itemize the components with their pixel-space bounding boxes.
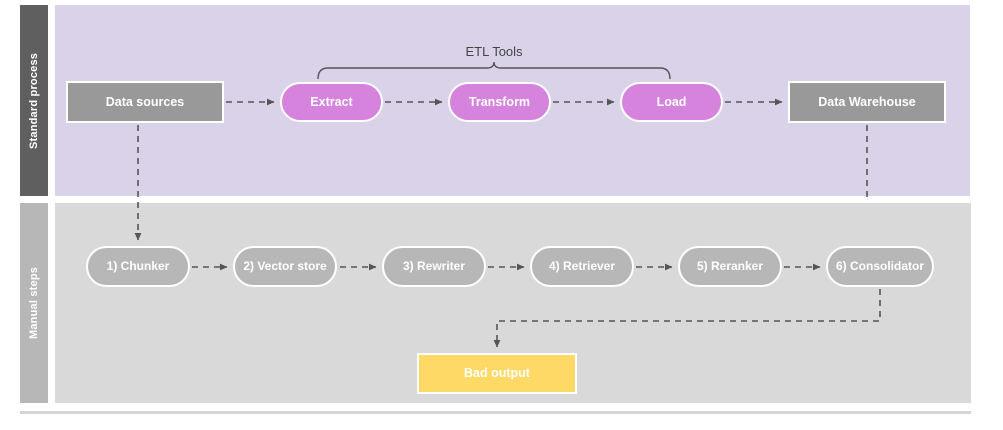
- node-rewriter-label: 3) Rewriter: [402, 258, 466, 273]
- node-retriever-label: 4) Retriever: [548, 258, 616, 273]
- node-chunker[interactable]: 1) Chunker: [86, 246, 190, 287]
- node-transform-label: Transform: [468, 94, 531, 109]
- node-rewriter[interactable]: 3) Rewriter: [382, 246, 486, 287]
- node-vector-store-label: 2) Vector store: [243, 258, 327, 273]
- node-transform[interactable]: Transform: [448, 82, 551, 122]
- node-data-warehouse-label: Data Warehouse: [818, 94, 916, 109]
- etl-tools-label: ETL Tools: [465, 44, 523, 59]
- node-consolidator[interactable]: 6) Consolidator: [826, 246, 934, 287]
- node-data-sources-label: Data sources: [105, 94, 185, 109]
- node-bad-output[interactable]: Bad output: [417, 353, 577, 394]
- node-extract[interactable]: Extract: [280, 82, 383, 122]
- node-data-sources[interactable]: Data sources: [66, 81, 224, 123]
- node-reranker-label: 5) Reranker: [696, 258, 764, 273]
- node-bad-output-label: Bad output: [464, 366, 530, 381]
- node-vector-store[interactable]: 2) Vector store: [233, 246, 337, 287]
- node-chunker-label: 1) Chunker: [106, 258, 170, 273]
- node-reranker[interactable]: 5) Reranker: [678, 246, 782, 287]
- lane-label-manual-steps: Manual steps: [20, 203, 48, 403]
- node-consolidator-label: 6) Consolidator: [835, 258, 924, 273]
- node-load-label: Load: [656, 94, 687, 109]
- node-extract-label: Extract: [310, 94, 353, 109]
- node-load[interactable]: Load: [620, 82, 723, 122]
- node-retriever[interactable]: 4) Retriever: [530, 246, 634, 287]
- node-data-warehouse[interactable]: Data Warehouse: [788, 81, 946, 123]
- bottom-divider: [20, 411, 971, 414]
- lane-label-standard-process: Standard process: [20, 5, 48, 196]
